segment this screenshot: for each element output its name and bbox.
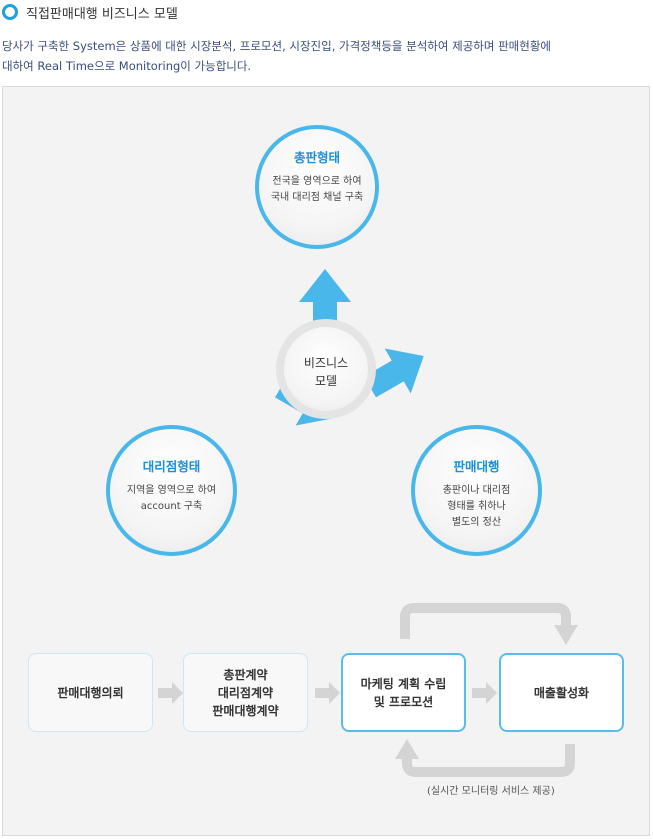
process-arrow-3 [472, 682, 497, 704]
node-top-title: 총판형태 [293, 150, 340, 165]
description: 당사가 구축한 System은 상품에 대한 시장분석, 프로모션, 시장진입,… [2, 36, 650, 76]
node-left-line-2: account 구축 [140, 501, 203, 512]
process-step-sales-request: 판매대행의뢰 [28, 653, 153, 732]
arrow-to-right-node [364, 348, 424, 398]
arrow-to-top-node [299, 269, 351, 327]
center-business-model: 비즈니스 모델 [276, 319, 376, 419]
node-distributor-type: 총판형태 전국을 영역으로 하여 국내 대리점 채널 구축 [255, 125, 379, 249]
process-step-sales-activation: 매출활성화 [499, 653, 624, 732]
monitoring-service-note: (실시간 모니터링 서비스 제공) [427, 786, 555, 797]
node-right-line-1: 총판이나 대리점 [442, 485, 511, 496]
node-right-title: 판매대행 [453, 459, 500, 474]
node-left-title: 대리점형태 [142, 459, 201, 474]
center-label-line-1: 비즈니스 [303, 356, 349, 370]
description-line-2: 대하여 Real Time으로 Monitoring이 가능합니다. [2, 59, 252, 73]
description-line-1: 당사가 구축한 System은 상품에 대한 시장분석, 프로모션, 시장진입,… [2, 39, 551, 53]
process-arrow-2 [315, 682, 340, 704]
node-right-line-3: 별도의 정산 [451, 517, 502, 528]
node-sales-agency: 판매대행 총판이나 대리점 형태를 취하나 별도의 정산 [411, 425, 542, 556]
loop-arrow-bottom [402, 744, 575, 777]
diagram-panel: 비즈니스 모델 총판형태 전국을 영역으로 하여 국내 대리점 채널 구축 대리… [2, 86, 650, 836]
process-arrow-1 [158, 682, 183, 704]
node-agency-type: 대리점형태 지역을 영역으로 하여 account 구축 [106, 425, 237, 556]
node-top-line-1: 전국을 영역으로 하여 [272, 176, 362, 187]
ring-bullet-icon [2, 4, 18, 20]
node-top-line-2: 국내 대리점 채널 구축 [270, 192, 364, 203]
process-step-marketing-plan: 마케팅 계획 수립 및 프로모션 [341, 653, 466, 732]
node-left-line-1: 지역을 영역으로 하여 [126, 485, 217, 496]
center-label-line-2: 모델 [314, 374, 338, 388]
process-step-contracts: 총판계약 대리점계약 판매대행계약 [183, 653, 308, 732]
section-header: 직접판매대행 비즈니스 모델 [2, 2, 178, 22]
node-right-line-2: 형태를 취하나 [447, 501, 506, 512]
loop-arrow-top [400, 603, 571, 639]
page-title: 직접판매대행 비즈니스 모델 [26, 6, 178, 22]
